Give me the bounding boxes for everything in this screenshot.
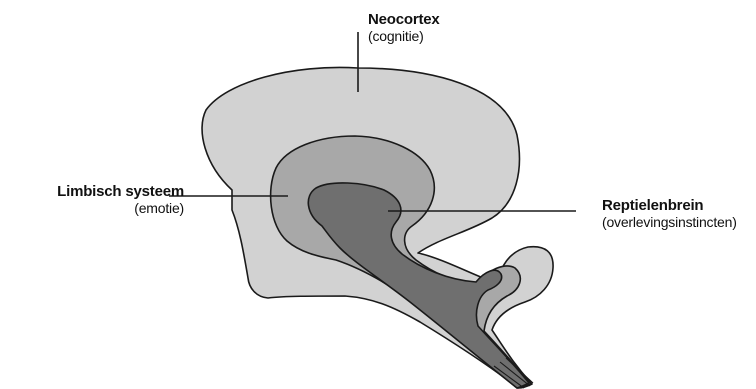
neocortex-subtitle: (cognitie) [368, 28, 440, 44]
reptilian-subtitle: (overlevingsinstincten) [602, 214, 737, 230]
limbic-label: Limbisch systeem (emotie) [8, 183, 184, 216]
neocortex-title: Neocortex [368, 11, 440, 28]
neocortex-label: Neocortex (cognitie) [368, 11, 440, 44]
limbic-subtitle: (emotie) [8, 200, 184, 216]
limbic-title: Limbisch systeem [8, 183, 184, 200]
reptilian-label: Reptielenbrein (overlevingsinstincten) [602, 197, 737, 230]
reptilian-title: Reptielenbrein [602, 197, 737, 214]
